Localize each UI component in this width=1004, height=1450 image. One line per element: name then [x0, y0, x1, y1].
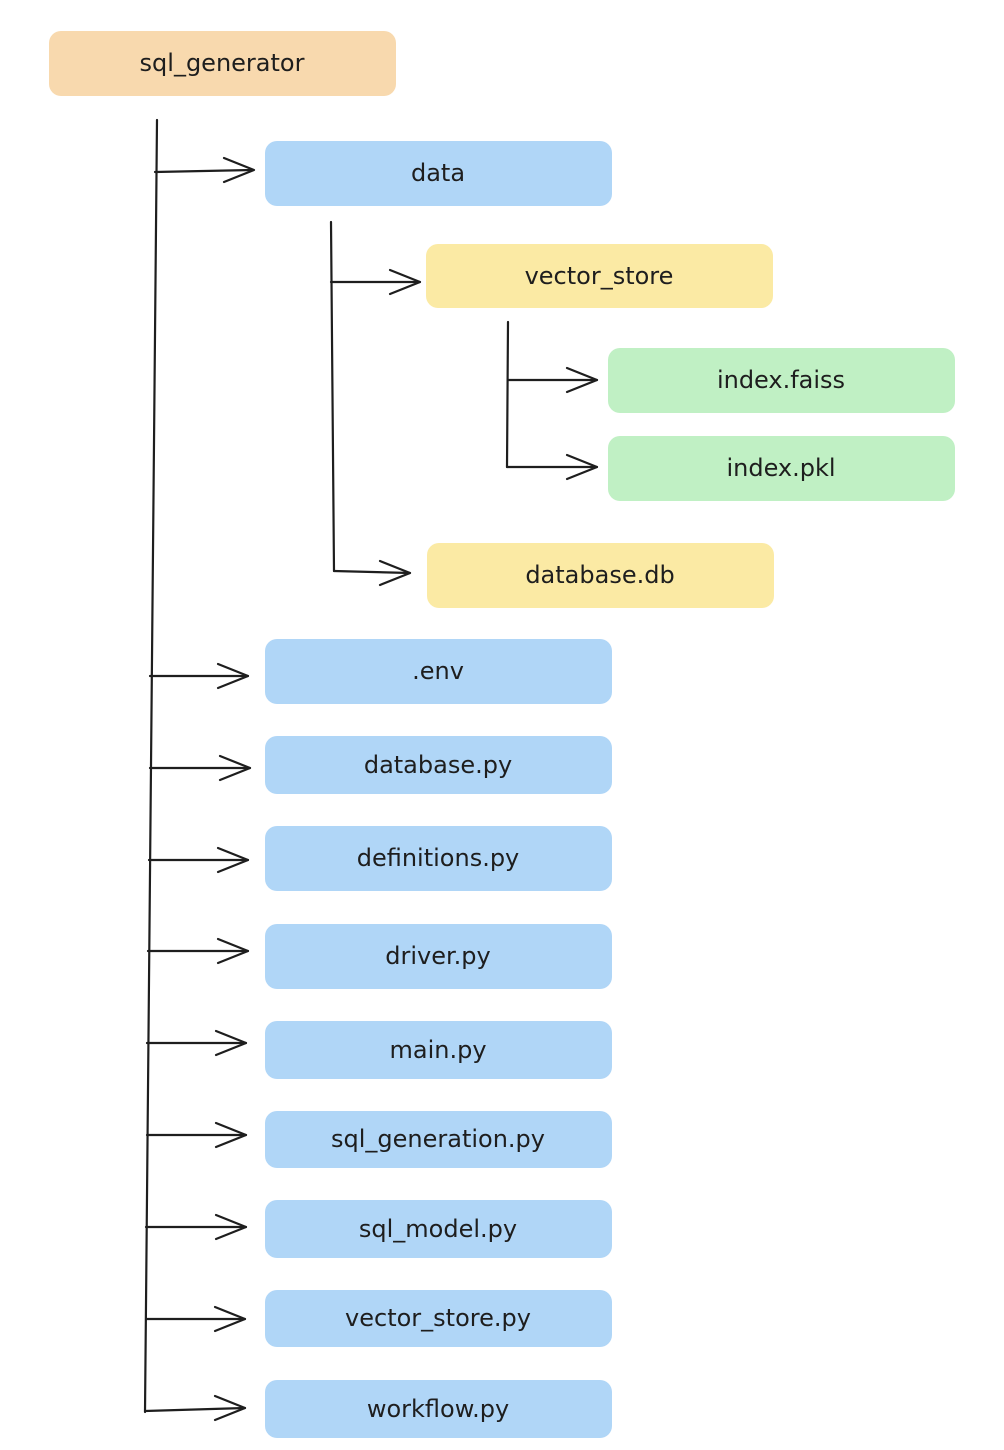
node-vector-store-folder: vector_store: [426, 244, 773, 308]
arrowhead-definitions-py: [216, 846, 250, 874]
driver-py-box: [265, 924, 612, 989]
connector-to-data: [153, 168, 254, 174]
data-folder-label: data: [411, 159, 465, 187]
vector-store-trunk-line: [505, 320, 510, 469]
vector-store-folder-box: [426, 244, 773, 308]
arrowhead-index-pkl: [565, 453, 599, 481]
arrowhead-vector-store-py: [213, 1305, 247, 1333]
definitions-py-box: [265, 826, 612, 891]
index-pkl-box: [608, 436, 955, 501]
node-sql-generation-py: sql_generation.py: [265, 1111, 612, 1168]
arrowhead-sql-generation-py: [214, 1121, 248, 1149]
data-connectors: [329, 220, 422, 587]
connector-to-database-db: [332, 569, 412, 575]
sql-generation-py-box: [265, 1111, 612, 1168]
arrowhead-vector-store-folder: [388, 268, 422, 296]
index-pkl-label: index.pkl: [726, 454, 835, 482]
database-py-box: [265, 736, 612, 794]
env-file-label: .env: [412, 657, 464, 685]
root-label: sql_generator: [140, 49, 305, 77]
root-trunk-line: [143, 118, 159, 1414]
arrowhead-data: [222, 156, 256, 184]
root-connectors: [143, 118, 256, 1422]
env-file-box: [265, 639, 612, 704]
database-db-box: [427, 543, 774, 608]
data-trunk-line: [329, 220, 336, 573]
root-box: [49, 31, 396, 96]
node-driver-py: driver.py: [265, 924, 612, 989]
arrowhead-env: [216, 662, 250, 690]
main-py-label: main.py: [389, 1036, 486, 1064]
arrowhead-main-py: [214, 1029, 248, 1057]
connector-to-workflow-py: [143, 1406, 247, 1413]
arrowhead-workflow-py: [213, 1394, 247, 1422]
node-root: sql_generator: [49, 31, 396, 96]
arrowhead-index-faiss: [565, 366, 599, 394]
node-data-folder: data: [265, 141, 612, 206]
node-main-py: main.py: [265, 1021, 612, 1079]
node-vector-store-py: vector_store.py: [265, 1290, 612, 1347]
vector-store-folder-label: vector_store: [525, 262, 674, 290]
node-database-db: database.db: [427, 543, 774, 608]
arrowhead-sql-model-py: [214, 1213, 248, 1241]
node-sql-model-py: sql_model.py: [265, 1200, 612, 1258]
arrowhead-database-db: [378, 559, 412, 587]
workflow-py-box: [265, 1380, 612, 1438]
node-workflow-py: workflow.py: [265, 1380, 612, 1438]
node-definitions-py: definitions.py: [265, 826, 612, 891]
sql-generation-py-label: sql_generation.py: [331, 1125, 545, 1153]
vector-store-connectors: [505, 320, 599, 481]
arrowhead-driver-py: [216, 937, 250, 965]
definitions-py-label: definitions.py: [357, 844, 520, 872]
driver-py-label: driver.py: [385, 942, 490, 970]
node-database-py: database.py: [265, 736, 612, 794]
database-db-label: database.db: [525, 561, 674, 589]
workflow-py-label: workflow.py: [367, 1395, 509, 1423]
node-env-file: .env: [265, 639, 612, 704]
main-py-box: [265, 1021, 612, 1079]
node-index-faiss: index.faiss: [608, 348, 955, 413]
vector-store-py-label: vector_store.py: [345, 1304, 531, 1332]
node-index-pkl: index.pkl: [608, 436, 955, 501]
sql-model-py-label: sql_model.py: [359, 1215, 517, 1243]
arrowhead-database-py: [218, 754, 252, 782]
sql-model-py-box: [265, 1200, 612, 1258]
index-faiss-label: index.faiss: [717, 366, 845, 394]
vector-store-py-box: [265, 1290, 612, 1347]
index-faiss-box: [608, 348, 955, 413]
database-py-label: database.py: [364, 751, 512, 779]
data-folder-box: [265, 141, 612, 206]
